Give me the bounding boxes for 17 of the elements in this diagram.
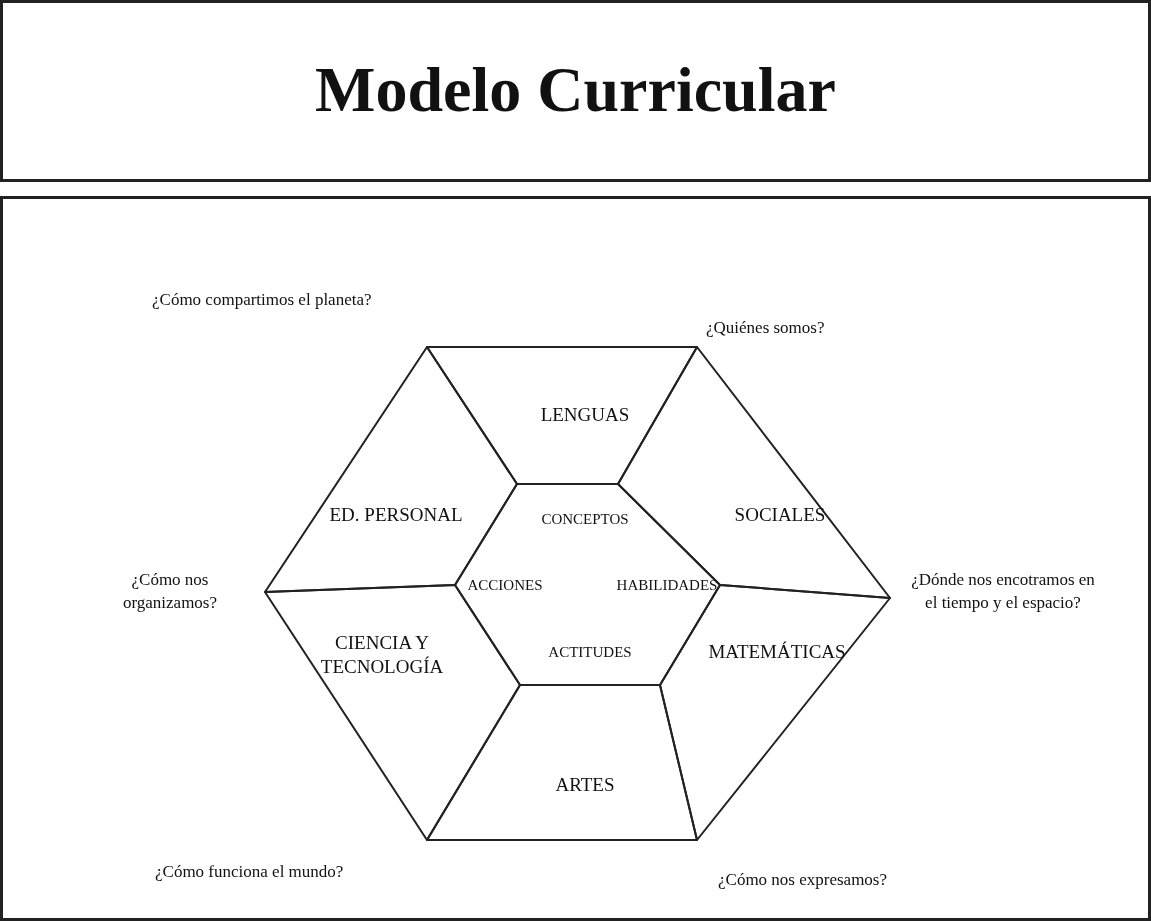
subject-label: LENGUAS [539, 403, 631, 427]
subject-label: ED. PERSONAL [328, 503, 464, 527]
title: Modelo Curricular [314, 53, 837, 127]
component-label: CONCEPTOS [540, 510, 630, 529]
question-label: ¿Cómo compartimos el planeta? [152, 289, 373, 311]
question-label: ¿Dónde nos encotramos en el tiempo y el espacio? [910, 569, 1096, 614]
question-label: ¿Cómo nos organizamos? [121, 569, 219, 614]
component-label: ACTITUDES [547, 643, 633, 662]
question-label: ¿Cómo nos expresamos? [718, 869, 889, 891]
subject-label: ARTES [554, 773, 616, 797]
component-label: HABILIDADES [615, 576, 719, 595]
subject-label: MATEMÁTICAS [707, 640, 847, 664]
question-label: ¿Cómo funciona el mundo? [155, 861, 345, 883]
question-label: ¿Quiénes somos? [706, 317, 826, 339]
subject-label: CIENCIA Y TECNOLOGÍA [319, 631, 445, 679]
subject-label: SOCIALES [733, 503, 827, 527]
component-label: ACCIONES [466, 576, 544, 595]
